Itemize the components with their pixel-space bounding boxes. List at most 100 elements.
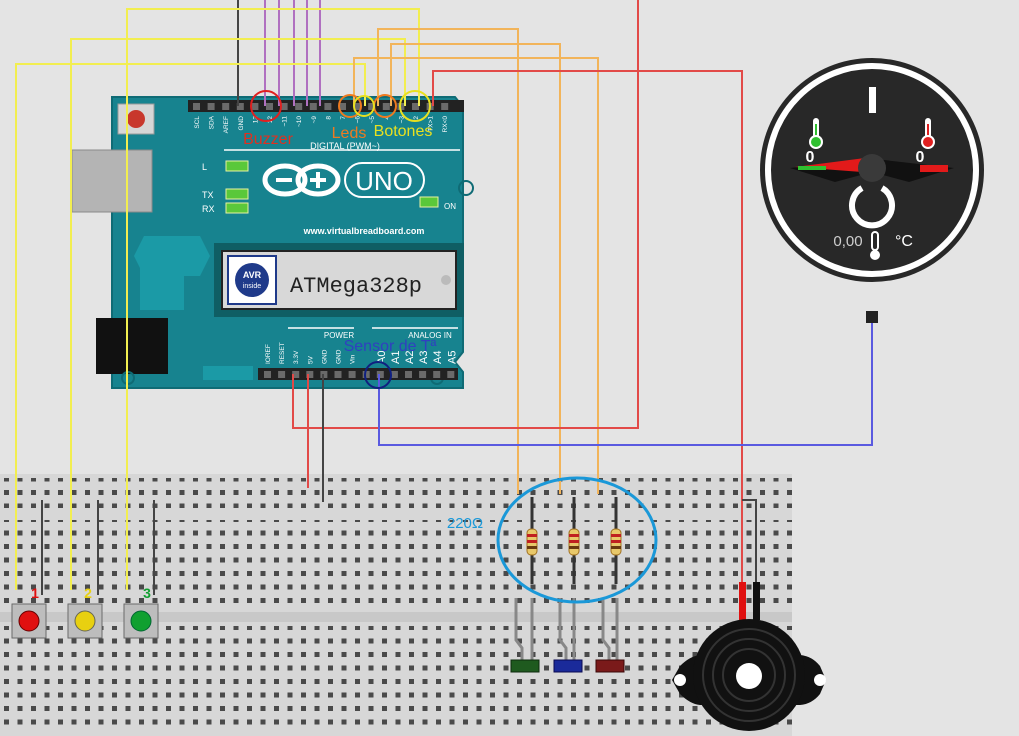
pin-label: ~3 (398, 116, 405, 124)
buzzer-pin-marker (250, 90, 282, 122)
buzzer[interactable] (672, 582, 826, 731)
led-rx (225, 202, 249, 214)
push-button-1[interactable]: 1 (11, 585, 47, 639)
gauge-left-green (798, 166, 826, 170)
pin-label: ~10 (296, 116, 303, 127)
avr-logo-icon (235, 263, 269, 297)
pin-label: RESET (279, 342, 286, 364)
wire-red (432, 70, 743, 590)
wire-yellow (70, 38, 406, 590)
header-pin (295, 103, 303, 110)
buzzer-annotation: Buzzer (243, 131, 293, 148)
button-label: 2 (84, 585, 92, 601)
buzzer-mount-hole (814, 674, 826, 686)
chip-label: ATMega328p (290, 274, 422, 299)
leds-annotation: Leds (332, 125, 367, 142)
push-button-2[interactable]: 2 (67, 585, 103, 639)
resistor (610, 497, 622, 584)
gauge-reading: 0,00 (833, 233, 862, 250)
wires (15, 0, 873, 595)
analog-label: ANALOG IN (408, 331, 452, 340)
header-pin (207, 103, 215, 110)
pin-label: 13 (252, 116, 259, 124)
pin-label: A5 (446, 351, 458, 364)
digital-label: DIGITAL (PWM~) (310, 141, 380, 151)
gauge-top-mark (869, 87, 876, 113)
header-pin (362, 371, 370, 378)
header-pin (193, 103, 200, 110)
bottom-header (258, 368, 458, 380)
gauge-ring (765, 63, 979, 277)
led-red[interactable] (595, 598, 625, 673)
header-pin (334, 371, 342, 378)
breadboard (0, 474, 792, 736)
header-pin (441, 103, 449, 110)
header-pin (339, 103, 346, 110)
annotations: Buzzer Leds Botones Sensor de Tª 220Ω (243, 90, 658, 604)
pin-label: GND (321, 349, 328, 364)
button-label: 3 (143, 585, 151, 601)
push-buttons: 1 2 3 (11, 585, 159, 639)
thermometer-cold-icon (809, 118, 823, 149)
pin-label: SCL (194, 116, 201, 129)
header-pin (309, 103, 317, 110)
pin-label: 2 (413, 116, 420, 120)
header-pin (236, 103, 244, 110)
pin-label: AREF (223, 116, 230, 133)
wire-orange (377, 28, 519, 494)
temperature-gauge: 0 0 0,00 °C (760, 58, 984, 323)
header-pin (368, 103, 376, 110)
header-pin (419, 371, 427, 378)
board-regulator (140, 264, 184, 310)
sensor-annotation: Sensor de Tª (344, 338, 437, 355)
gauge-unit: °C (895, 233, 913, 250)
wire-yellow (15, 63, 366, 590)
power-icon (849, 185, 895, 229)
gauge-right-value: 0 (916, 149, 925, 166)
pin-label: GND (336, 349, 343, 364)
pin-label: A0 (376, 351, 388, 364)
mount-hole (458, 180, 474, 196)
header-pin (306, 371, 314, 378)
board-model: UNO (355, 166, 413, 196)
header-pin (433, 371, 441, 378)
resistor (526, 497, 538, 584)
led-green[interactable] (510, 598, 540, 673)
gauge-left-value: 0 (806, 149, 815, 166)
botones-annotation: Botones (374, 123, 433, 140)
thermometer-hot-icon (921, 118, 935, 149)
gauge-right-red (920, 165, 948, 172)
sensor-connector (866, 311, 878, 323)
header-pin (278, 371, 286, 378)
pin-label: SDA (209, 115, 216, 129)
board-url: www.virtualbreadboard.com (303, 226, 425, 236)
power-jack (96, 318, 168, 374)
header-pin (390, 371, 398, 378)
push-button-3[interactable]: 3 (123, 585, 159, 639)
power-label: POWER (324, 331, 354, 340)
pin-label: RX<0 (442, 116, 449, 133)
pin-label: TX>1 (428, 116, 435, 132)
breadboard-bottom-block (0, 626, 792, 726)
button-pin-marker (399, 90, 431, 122)
pin-label: ~9 (311, 116, 318, 124)
led-blue[interactable] (553, 598, 583, 673)
header-pin (447, 371, 455, 378)
button-label: 1 (31, 585, 39, 601)
header-pin (266, 103, 273, 110)
chip-notch (441, 275, 451, 285)
pin-label: IOREF (265, 344, 272, 364)
pin-label: Vin (350, 354, 357, 364)
wire-red (292, 0, 639, 429)
buzzer-mount-hole (674, 674, 686, 686)
led-rx-label: RX (202, 204, 215, 214)
header-pin (412, 103, 419, 110)
pin-label: A4 (432, 351, 444, 364)
led-l (225, 160, 249, 172)
header-pin (264, 371, 271, 378)
led-tx-label: TX (202, 190, 214, 200)
resistors (526, 497, 622, 584)
